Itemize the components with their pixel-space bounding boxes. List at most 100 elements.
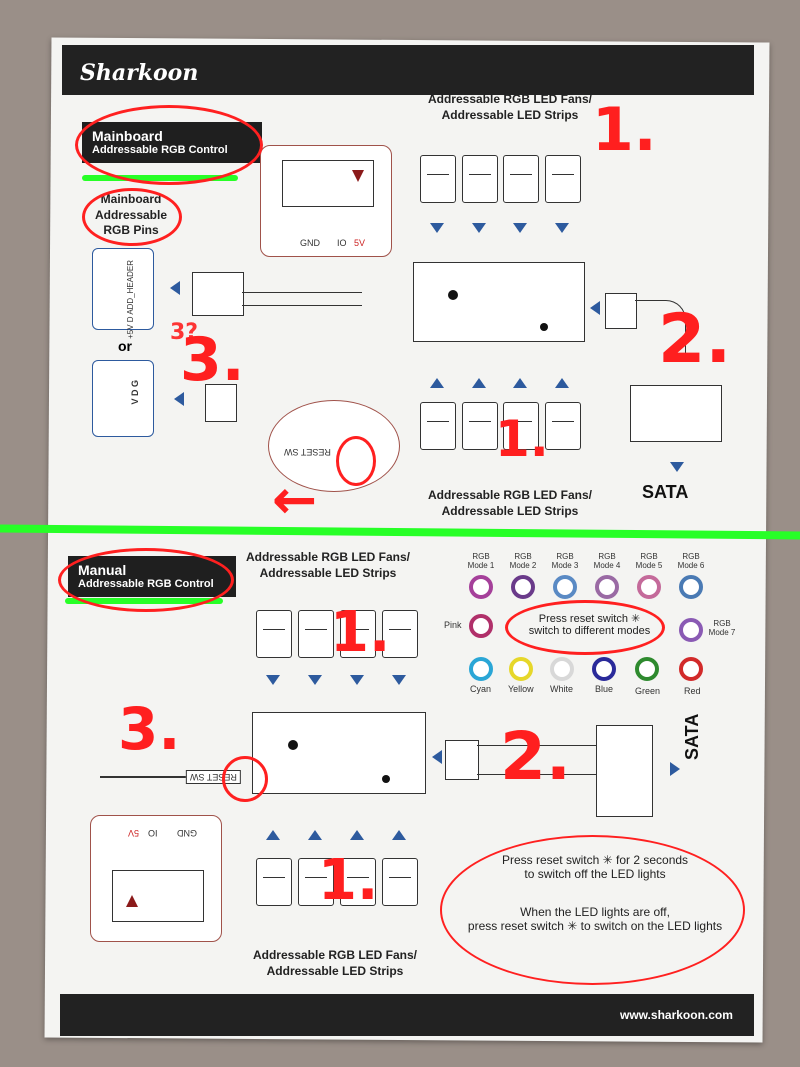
color-label-yellow: Yellow [508,684,534,694]
top-arrow-4 [555,223,569,233]
bottom-pin-red-arrow [126,895,138,907]
top-arrow-3 [513,223,527,233]
color-ring-pink [469,614,493,638]
bottom-sata-plug [445,740,479,780]
argb-header-label: +5V D ADD_HEADER [126,260,135,339]
top-up-arrow-4 [555,378,569,388]
top-fan-7 [503,402,539,450]
top-heading-fans-bottom: Addressable RGB LED Fans/ Addressable LE… [427,488,593,518]
sata-arrow-down [670,462,684,472]
mode-ring-2 [511,575,535,599]
hand-1-middle: 1. [495,410,549,468]
red-oval-manual [58,548,234,612]
color-label-blue: Blue [595,684,614,694]
mode-label-7: RGB Mode 7 [708,619,736,637]
bottom-arrow-4 [392,675,406,685]
sata-cable [635,300,686,361]
color-ring-red [679,657,703,681]
top-fan-2 [462,155,498,203]
arrow-to-header [170,281,180,295]
color-ring-blue [592,657,616,681]
red-oval-mainboard [75,105,263,185]
red-oval-notes [440,835,745,985]
reset-zoom-label: RESET SW [284,447,331,457]
bottom-fan-1 [256,610,292,658]
mode-label-4: RGB Mode 4 [593,552,621,570]
top-up-arrow-2 [472,378,486,388]
bottom-fan-6 [298,858,334,906]
hand-3q-top: 3? [170,320,199,345]
pin-zoom-connector [282,160,374,207]
mode-ring-7 [679,618,703,642]
bottom-arrow-1 [266,675,280,685]
bottom-heading-fans: Addressable RGB LED Fans/ Addressable LE… [245,550,411,580]
bottom-up-arrow-2 [308,830,322,840]
pin-label-io: IO [337,238,347,248]
mode-label-2: RGB Mode 2 [509,552,537,570]
bottom-sata-arrow-left [432,750,442,764]
hand-3-bottom: 3. [118,695,181,763]
red-oval-reset-bottom [222,756,268,802]
sata-plug-small [605,293,637,329]
top-fan-4 [545,155,581,203]
bottom-pin-label-5v: 5V [128,828,140,838]
red-oval-pins [82,188,182,246]
cable-top [242,292,362,306]
bottom-pin-label-gnd: GND [177,828,197,838]
sata-label-bottom: SATA [682,713,702,760]
vdg-plug [205,384,237,422]
red-oval-mode-note [505,600,665,655]
website-url: www.sharkoon.com [620,1008,733,1022]
hand-3-top: 3. [180,325,245,395]
bottom-hub-chip-2 [382,775,390,783]
pin-label-gnd: GND [300,238,320,248]
top-fan-6 [462,402,498,450]
mode-ring-4 [595,575,619,599]
pin-label-5v: 5V [354,238,366,248]
red-oval-reset-top [336,436,376,486]
color-label-red: Red [684,686,701,696]
color-ring-yellow [509,657,533,681]
sata-connector [630,385,722,442]
vdg-header [92,360,154,437]
hand-2-top: 2. [658,300,732,379]
pin-zoom-red-arrow [352,170,364,182]
mode-label-1: RGB Mode 1 [467,552,495,570]
bottom-sata-cable [477,745,597,775]
mode-label-6: RGB Mode 6 [677,552,705,570]
brand-bar [62,45,754,95]
bottom-heading-fans-bottom: Addressable RGB LED Fans/ Addressable LE… [252,948,418,978]
top-up-arrow-1 [430,378,444,388]
bottom-pin-label-io: IO [148,828,158,838]
top-hub-chip [448,290,458,300]
vdg-label: V D G [130,380,140,405]
mode-ring-1 [469,575,493,599]
mode-label-3: RGB Mode 3 [551,552,579,570]
bottom-up-arrow-1 [266,830,280,840]
hand-1-bottom: 1. [318,848,379,913]
bottom-pin-connector [112,870,204,922]
reset-zoom-box [268,400,400,492]
top-hub-chip-2 [540,323,548,331]
footer-bar [60,994,754,1036]
top-fan-3 [503,155,539,203]
bottom-arrow-2 [308,675,322,685]
top-up-arrow-3 [513,378,527,388]
hand-1-bottom-top: 1. [330,600,391,665]
color-ring-green [635,657,659,681]
reset-cable [100,776,210,778]
top-hub-pcb [413,262,585,342]
bottom-fan-4 [382,610,418,658]
mode-ring-5 [637,575,661,599]
bottom-hub-pcb [252,712,426,794]
bottom-fan-7 [340,858,376,906]
bottom-up-arrow-3 [350,830,364,840]
color-label-cyan: Cyan [470,684,492,694]
sata-arrow-left [590,301,600,315]
top-heading-fans: Addressable RGB LED Fans/ Addressable LE… [427,92,593,122]
bottom-fan-3 [340,610,376,658]
mode-ring-3 [553,575,577,599]
color-ring-white [550,657,574,681]
brand-logo: Sharkoon [80,60,199,86]
argb-header [92,248,154,330]
